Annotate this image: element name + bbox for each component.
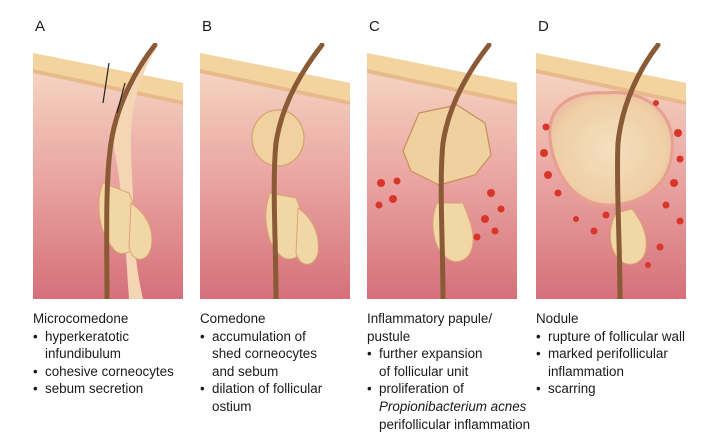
panel-letter: D [538, 18, 549, 35]
caption-d: Nodule rupture of follicular wall marked… [536, 310, 711, 398]
caption-title: Microcomedone [33, 311, 129, 326]
panel-letter: A [35, 18, 46, 35]
panel-letter: B [202, 18, 213, 35]
caption-a: Microcomedone hyperkeratoticinfundibulum… [33, 310, 208, 398]
panel-d: D No [536, 0, 691, 442]
caption-title: Inflammatory papule/ [367, 311, 493, 326]
bullet-item: sebum secretion [33, 380, 208, 398]
caption-title-line-2: pustule [367, 328, 411, 344]
caption-c: Inflammatory papule/ pustule further exp… [367, 310, 542, 433]
panel-letter: C [369, 18, 380, 35]
caption-title: Nodule [536, 311, 579, 326]
panel-c: C Inflammatory papule/ pustule furth [367, 0, 530, 442]
panel-a: A Microcomedone hyperkeratoticinfundibul… [33, 0, 188, 442]
inflammatory-papule-illustration [367, 43, 517, 299]
nodule-illustration [536, 43, 686, 299]
bullet-item: rupture of follicular wall [536, 328, 711, 346]
organism-name: Propionibacterium acnes [379, 398, 527, 414]
microcomedone-illustration [33, 43, 183, 299]
bullet-item: scarring [536, 380, 711, 398]
caption-title: Comedone [200, 311, 266, 326]
bullet-item: cohesive corneocytes [33, 363, 208, 381]
bullet-list: rupture of follicular wall marked perifo… [536, 328, 711, 398]
comedone-illustration [200, 43, 350, 299]
